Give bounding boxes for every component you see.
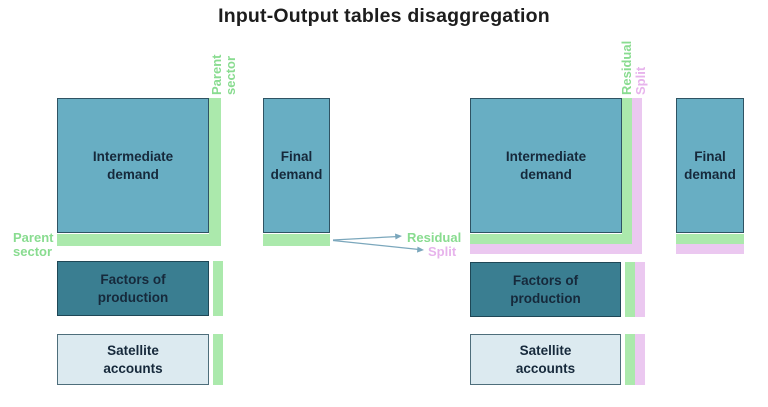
- right-satellite-accounts-box: Satellite accounts: [470, 334, 621, 385]
- left-satellite-column-strip: [213, 334, 223, 385]
- parent-sector-row-label: Parent sector: [13, 230, 54, 259]
- left-factors-of-production-box: Factors of production: [57, 261, 209, 316]
- right-split-column-strip: [632, 98, 642, 254]
- split-arrow-label: Split: [428, 244, 457, 259]
- right-split-row-strip: [470, 244, 642, 254]
- right-satellite-residual-strip: [625, 334, 635, 385]
- left-intermediate-demand-box: Intermediate demand: [57, 98, 209, 233]
- left-final-demand-row-strip: [263, 234, 330, 246]
- right-intermediate-demand-box: Intermediate demand: [470, 98, 622, 233]
- right-final-demand-box: Final demand: [676, 98, 744, 233]
- residual-column-label: Residual: [619, 40, 634, 95]
- right-factors-of-production-box: Factors of production: [470, 262, 621, 317]
- parent-sector-column-label: Parent sector: [209, 54, 238, 95]
- left-factors-column-strip: [213, 261, 223, 316]
- residual-arrowhead: [395, 233, 402, 240]
- right-factors-split-strip: [635, 262, 645, 317]
- split-arrows: [332, 233, 424, 253]
- right-final-residual-row-strip: [676, 234, 744, 244]
- left-final-demand-box: Final demand: [263, 98, 330, 233]
- left-parent-sector-column-strip: [209, 98, 221, 246]
- residual-arrow-line: [332, 236, 397, 241]
- left-parent-sector-row-strip: [57, 234, 221, 246]
- left-satellite-accounts-box: Satellite accounts: [57, 334, 209, 385]
- right-factors-residual-strip: [625, 262, 635, 317]
- right-final-split-row-strip: [676, 244, 744, 254]
- right-satellite-split-strip: [635, 334, 645, 385]
- split-arrowhead: [417, 246, 424, 253]
- right-residual-row-strip: [470, 234, 632, 244]
- split-column-label: Split: [633, 66, 648, 95]
- residual-arrow-label: Residual: [407, 230, 462, 245]
- split-arrow-line: [332, 239, 419, 250]
- diagram-title: Input-Output tables disaggregation: [218, 5, 550, 27]
- right-residual-column-strip: [622, 98, 632, 244]
